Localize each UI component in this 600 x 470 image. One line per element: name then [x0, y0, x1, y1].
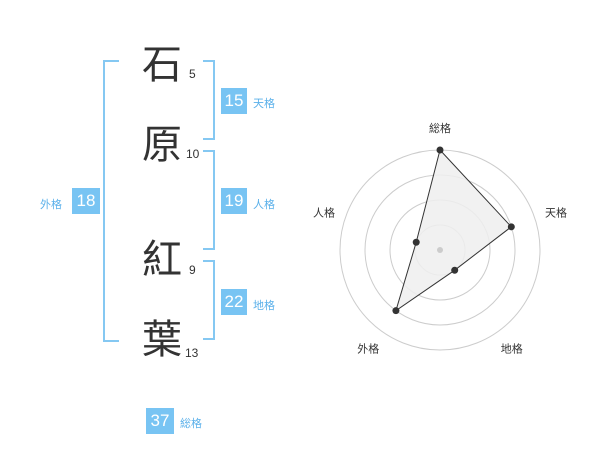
- radar-axis-label-5: 人格: [313, 205, 335, 219]
- radar-point-4: [392, 307, 400, 315]
- tenkaku-label: 天格: [253, 97, 275, 110]
- radar-point-1: [436, 146, 444, 154]
- tenkaku-bracket: [203, 60, 215, 140]
- chikaku-value-badge: 22: [221, 289, 247, 315]
- tenkaku-value-badge: 15: [221, 88, 247, 114]
- jinkaku-bracket: [203, 150, 215, 250]
- name-char-4: 葉: [142, 317, 182, 363]
- stroke-count-3: 9: [189, 263, 196, 277]
- radar-point-2: [507, 223, 515, 231]
- name-char-3: 紅: [142, 237, 182, 283]
- jinkaku-label: 人格: [253, 198, 275, 211]
- radar-axis-label-2: 天格: [545, 205, 567, 219]
- radar-center-dot: [437, 247, 443, 253]
- radar-axis-label-1: 総格: [429, 121, 451, 135]
- radar-axis-label-3: 地格: [501, 342, 523, 356]
- stroke-count-1: 5: [189, 67, 196, 81]
- radar-point-5: [412, 238, 420, 246]
- chikaku-bracket: [203, 260, 215, 340]
- name-char-2: 原: [142, 122, 182, 168]
- gaikaku-bracket: [103, 60, 119, 342]
- radar-axis-label-4: 外格: [357, 342, 379, 356]
- name-char-1: 石: [142, 42, 182, 88]
- radar-point-3: [451, 266, 459, 274]
- stroke-count-2: 10: [186, 147, 200, 161]
- radar-area: [395, 148, 513, 312]
- gaikaku-label: 外格: [40, 198, 62, 211]
- soukaku-value-badge: 37: [146, 408, 174, 434]
- stroke-count-4: 13: [185, 346, 199, 360]
- gaikaku-value-badge: 18: [72, 188, 100, 214]
- soukaku-label: 総格: [180, 417, 202, 430]
- jinkaku-value-badge: 19: [221, 188, 247, 214]
- chikaku-label: 地格: [253, 299, 275, 312]
